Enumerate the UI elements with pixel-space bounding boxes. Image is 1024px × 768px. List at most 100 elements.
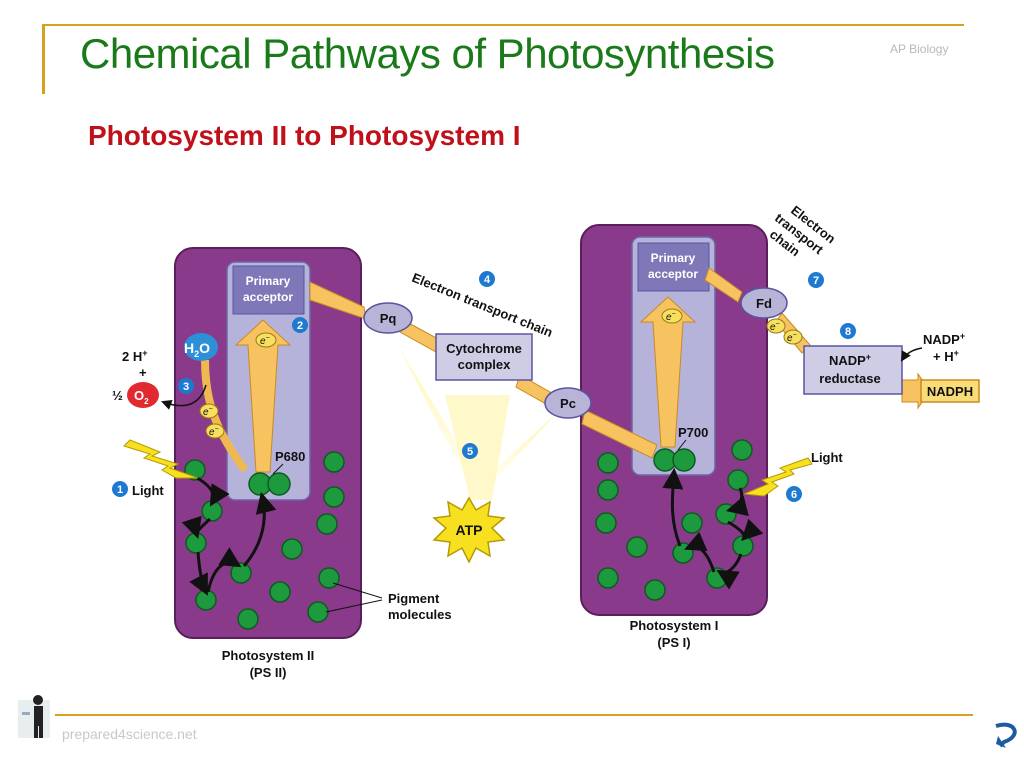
band-pc-to-p700 (581, 409, 658, 459)
electron-ps1-acceptor: e− (661, 308, 683, 324)
nadp-reductase-box (803, 345, 903, 395)
fd-label: Fd (756, 296, 772, 311)
step-4-marker: 4 (479, 271, 495, 287)
pigment-molecule (727, 469, 749, 491)
p700-pointer (677, 439, 687, 451)
electron-fd-2: e− (783, 329, 803, 345)
light-bolt-ps1 (743, 457, 813, 497)
slide-title: Chemical Pathways of Photosynthesis (80, 30, 775, 77)
fd-carrier (740, 287, 788, 319)
svg-text:7: 7 (813, 275, 819, 287)
pigment-molecule (195, 589, 217, 611)
svg-text:4: 4 (484, 274, 491, 286)
svg-text:e−: e− (209, 426, 219, 438)
ps2-name-line2: (PS II) (250, 665, 287, 680)
ps1-primary-acceptor-box (637, 242, 710, 292)
o2-label: O2 (134, 388, 149, 406)
ps2-primary-acceptor-box (232, 265, 305, 315)
pigment-molecule (201, 500, 223, 522)
pigment-label-line1: Pigment (388, 591, 440, 606)
svg-text:6: 6 (791, 489, 797, 501)
slide-subtitle: Photosystem II to Photosystem I (88, 120, 521, 151)
pq-carrier (363, 302, 413, 334)
light-bolt-ps2 (123, 439, 199, 479)
svg-text:e−: e− (770, 321, 780, 333)
pigment-molecule (237, 608, 259, 630)
electron-ps2-acceptor: e− (255, 332, 277, 348)
svg-text:8: 8 (845, 326, 851, 338)
pc-label: Pc (560, 396, 576, 411)
svg-text:e−: e− (260, 335, 270, 347)
p680-chlorophyll-b (267, 472, 291, 496)
pigment-molecule (644, 579, 666, 601)
nadp-reductase-line2: reductase (819, 371, 880, 386)
ps2-name-line1: Photosystem II (222, 648, 314, 663)
p700-label: P700 (678, 425, 708, 440)
pigment-molecule (230, 562, 252, 584)
nadp-in-line1: NADP+ (923, 331, 965, 347)
course-label: AP Biology (890, 42, 949, 56)
cytochrome-complex (435, 333, 533, 381)
step-7-marker: 7 (808, 272, 824, 288)
svg-text:2: 2 (297, 320, 303, 332)
h2o-label: H2O (184, 340, 210, 359)
ps2-energy-transfer (181, 476, 277, 596)
svg-text:5: 5 (467, 446, 473, 458)
p680-label: P680 (275, 449, 305, 464)
pigment-molecule (323, 451, 345, 473)
ps1-name-line2: (PS I) (657, 635, 690, 650)
nadp-reductase-line1: NADP+ (829, 352, 871, 368)
band-acceptor-to-fd (704, 267, 743, 303)
step-1-marker: 1 (112, 481, 128, 497)
pigment-molecule (732, 535, 754, 557)
oxygen-molecule (127, 382, 159, 408)
ps1-name-line1: Photosystem I (630, 618, 719, 633)
oxygen-release-arrow (161, 384, 207, 410)
pigment-molecule (318, 567, 340, 589)
electron-fd-1: e− (766, 318, 786, 334)
electron-water-2: e− (205, 423, 225, 439)
pigment-molecule (597, 452, 619, 474)
pigment-molecule (281, 538, 303, 560)
pigment-molecule (307, 601, 329, 623)
nadph-box (920, 379, 980, 403)
pigment-molecule (681, 512, 703, 534)
ps2-excitation-arrow (234, 319, 292, 473)
svg-text:1: 1 (117, 484, 123, 496)
pigment-molecule (269, 581, 291, 603)
footer-site: prepared4science.net (62, 726, 197, 742)
ps2-primary-acceptor-line2: acceptor (243, 290, 293, 304)
p700-chlorophyll-b (672, 448, 696, 472)
protons-label: 2 H+ (122, 348, 148, 364)
pigment-pointer-1 (332, 582, 383, 599)
pigment-molecule (595, 512, 617, 534)
pigment-molecule (626, 536, 648, 558)
footer-accent-line (55, 714, 973, 716)
pigment-pointer-2 (325, 599, 383, 613)
atp-label: ATP (456, 522, 483, 538)
svg-text:e−: e− (203, 406, 213, 418)
title-accent-line-horizontal (42, 24, 964, 26)
svg-text:e−: e− (666, 311, 676, 323)
light-label-ps2: Light (132, 483, 164, 498)
pigment-molecule (323, 486, 345, 508)
atp-starburst (432, 496, 506, 564)
ps1-excitation-arrow (639, 296, 697, 448)
pigment-molecule (185, 532, 207, 554)
pigment-molecule (715, 503, 737, 525)
pigment-molecule (597, 479, 619, 501)
ps1-pigments (595, 439, 754, 601)
step-5-marker: 5 (462, 443, 478, 459)
title-accent-line-vertical (42, 24, 45, 94)
pigment-molecule (597, 567, 619, 589)
nadp-in-line2: + H+ (933, 348, 959, 364)
step-6-marker: 6 (786, 486, 802, 502)
step-2-marker: 2 (292, 317, 308, 333)
scientist-logo-icon (18, 695, 50, 738)
return-arrow-icon[interactable] (995, 722, 1017, 748)
svg-text:e−: e− (787, 332, 797, 344)
pc-carrier (544, 387, 592, 419)
light-label-ps1: Light (811, 450, 843, 465)
p680-pointer (272, 463, 284, 475)
